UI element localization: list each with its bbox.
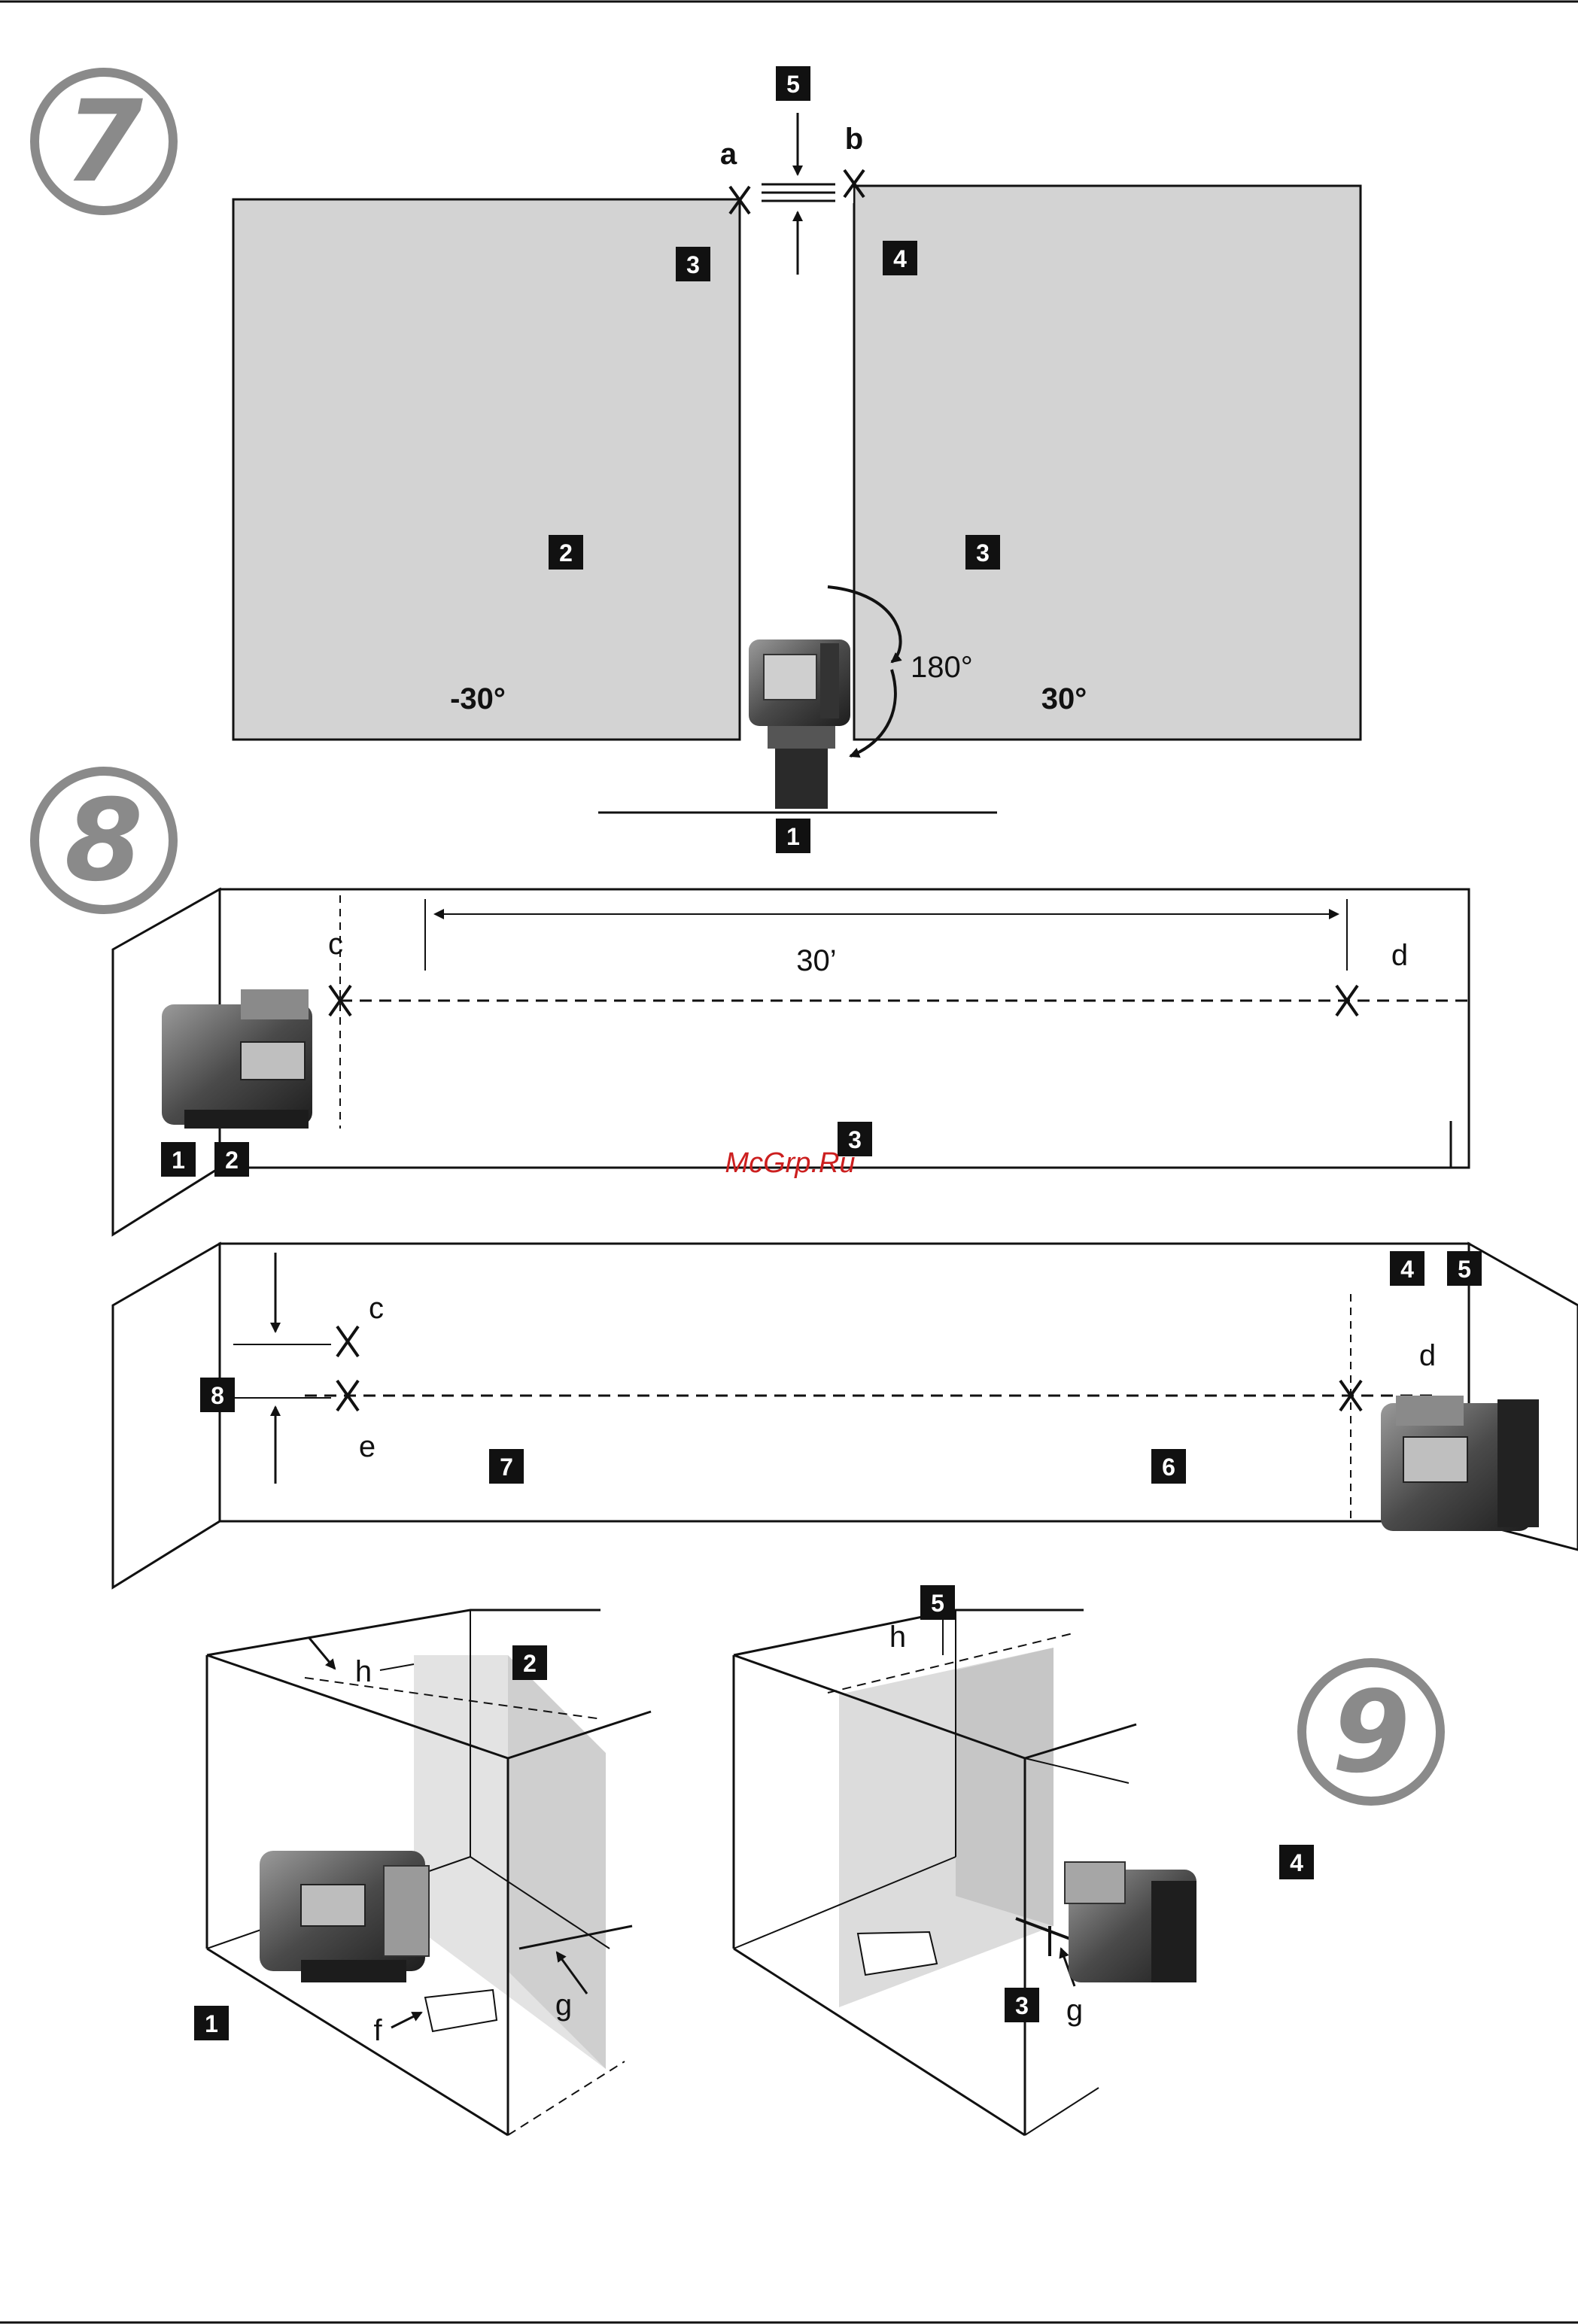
svg-text:8: 8 xyxy=(211,1382,224,1409)
label-g: g xyxy=(555,1988,572,2022)
label-d: d xyxy=(1391,939,1408,972)
tag-5: 5 xyxy=(1447,1251,1482,1286)
figure-number: 9 xyxy=(1332,1667,1410,1798)
label-h: h xyxy=(889,1621,906,1654)
tag-7: 7 xyxy=(489,1449,524,1484)
svg-text:2: 2 xyxy=(225,1147,239,1174)
tag-1: 1 xyxy=(776,819,810,853)
svg-text:5: 5 xyxy=(1458,1256,1471,1283)
label-h: h xyxy=(355,1655,372,1688)
label-g: g xyxy=(1066,1994,1083,2027)
laser-device xyxy=(162,989,312,1129)
tag-6: 6 xyxy=(1151,1449,1186,1484)
tag-1: 1 xyxy=(161,1142,196,1177)
room-left-wall xyxy=(113,1244,220,1587)
svg-text:3: 3 xyxy=(686,251,700,278)
label-e: e xyxy=(359,1430,375,1463)
svg-text:2: 2 xyxy=(523,1650,537,1677)
figure-8: 8 30’ c d 1 xyxy=(35,771,1578,1587)
figure-number: 8 xyxy=(65,776,143,907)
left-laser-plane xyxy=(233,199,740,740)
tag-2: 2 xyxy=(549,535,583,570)
angle-right-label: 30° xyxy=(1041,682,1087,715)
room-back-wall xyxy=(220,1244,1469,1521)
rotation-label: 180° xyxy=(911,651,973,684)
label-f: f xyxy=(373,2014,382,2047)
tag-2: 2 xyxy=(512,1645,547,1680)
svg-text:7: 7 xyxy=(500,1454,513,1481)
svg-text:6: 6 xyxy=(1162,1454,1175,1481)
svg-text:5: 5 xyxy=(931,1590,944,1617)
label-c: c xyxy=(328,928,343,961)
tag-4: 4 xyxy=(1390,1251,1424,1286)
figure-9: 9 h g f xyxy=(194,1585,1440,2135)
tag-4: 4 xyxy=(1279,1845,1314,1879)
distance-label: 30’ xyxy=(796,944,836,977)
label-b: b xyxy=(845,123,863,156)
target-plate xyxy=(425,1990,497,2031)
tag-3-left: 3 xyxy=(676,247,710,281)
svg-text:4: 4 xyxy=(1290,1849,1303,1876)
tag-3-right: 3 xyxy=(965,535,1000,570)
label-a: a xyxy=(720,138,737,171)
tag-4: 4 xyxy=(883,241,917,275)
laser-device xyxy=(749,639,850,809)
laser-device xyxy=(1065,1862,1196,1982)
svg-text:4: 4 xyxy=(893,245,907,272)
angle-left-label: -30° xyxy=(450,682,506,715)
watermark: McGrp.Ru xyxy=(725,1147,855,1179)
figure-7: 7 a b 5 3 xyxy=(35,66,1361,853)
laser-device xyxy=(1381,1396,1539,1531)
tag-8: 8 xyxy=(200,1378,235,1412)
tag-3: 3 xyxy=(1005,1988,1039,2022)
figure-number: 7 xyxy=(65,77,144,208)
tag-5: 5 xyxy=(776,66,810,101)
svg-text:3: 3 xyxy=(976,539,990,567)
tag-1: 1 xyxy=(194,2006,229,2040)
svg-text:3: 3 xyxy=(1015,1992,1029,2019)
svg-text:1: 1 xyxy=(205,2010,218,2037)
tag-2: 2 xyxy=(214,1142,249,1177)
svg-text:1: 1 xyxy=(786,823,800,850)
label-d: d xyxy=(1419,1339,1436,1372)
tag-5: 5 xyxy=(920,1585,955,1620)
svg-text:5: 5 xyxy=(786,71,800,98)
laser-device xyxy=(260,1851,429,1982)
svg-text:4: 4 xyxy=(1400,1256,1414,1283)
svg-text:2: 2 xyxy=(559,539,573,567)
svg-text:1: 1 xyxy=(172,1147,185,1174)
label-c: c xyxy=(369,1292,384,1325)
